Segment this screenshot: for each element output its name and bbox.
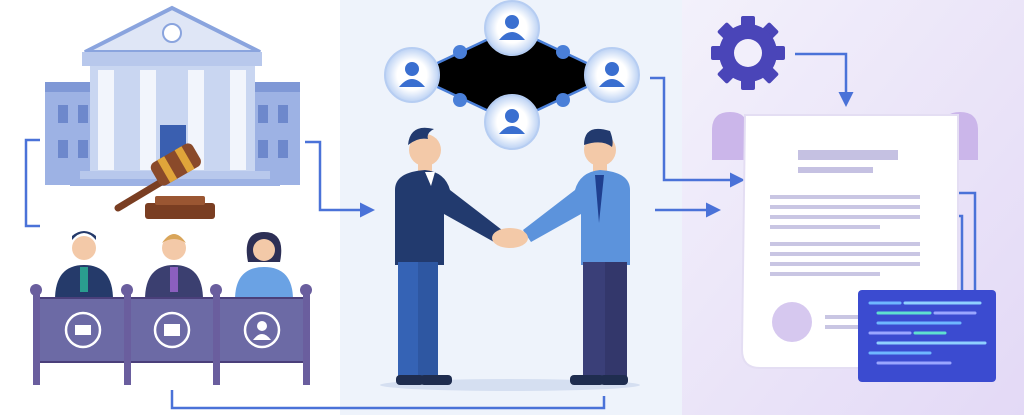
gavel-icon xyxy=(114,143,215,219)
code-window-icon xyxy=(858,290,996,382)
handshake-icon xyxy=(380,127,640,391)
gear-icon xyxy=(711,16,785,90)
user-node xyxy=(484,94,540,150)
flow-arrows xyxy=(24,52,977,410)
person-icon xyxy=(55,231,113,300)
person-icon xyxy=(235,232,293,300)
user-node xyxy=(384,47,440,103)
user-node xyxy=(484,0,540,56)
courthouse-icon xyxy=(45,5,300,186)
user-node xyxy=(584,47,640,103)
network-icon xyxy=(384,0,640,150)
person-icon xyxy=(145,234,203,300)
jury-panel-icon xyxy=(30,231,312,385)
